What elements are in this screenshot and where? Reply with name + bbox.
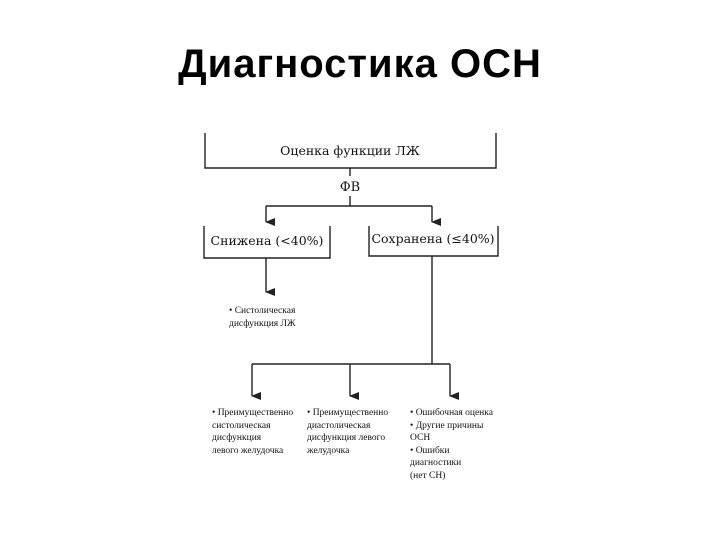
note-line: систолическая bbox=[212, 420, 271, 431]
reduced-label: Снижена (<40%) bbox=[211, 233, 324, 248]
note-line: (нет СН) bbox=[410, 470, 446, 481]
note-predominant-diastolic: • Преимущественно диастолическая дисфунк… bbox=[307, 407, 388, 457]
note-line: ОСН bbox=[410, 433, 431, 444]
note-line: диастолическая bbox=[307, 420, 371, 431]
note-line: желудочка bbox=[307, 445, 350, 456]
note-line: • Ошибки bbox=[410, 445, 450, 456]
note-line: левого желудочка bbox=[212, 445, 284, 456]
reduced-bracket bbox=[203, 226, 331, 259]
note-line: диагностики bbox=[410, 458, 462, 469]
assessment-label: Оценка функции ЛЖ bbox=[280, 143, 420, 158]
preserved-bracket bbox=[368, 226, 499, 257]
note-line: дисфункция bbox=[212, 433, 262, 444]
note-line: • Преимущественно bbox=[212, 408, 294, 418]
note-systolic-dysfunction: • Систолическая дисфункция ЛЖ bbox=[229, 305, 296, 330]
note-line: дисфункция ЛЖ bbox=[229, 318, 296, 329]
note-line: • Ошибочная оценка bbox=[410, 408, 493, 418]
ef-label: ФВ bbox=[340, 180, 360, 195]
slide-title: Диагностика ОСН bbox=[178, 42, 542, 86]
note-line: • Другие причины bbox=[410, 420, 484, 431]
preserved-label: Сохранена (≤40%) bbox=[371, 231, 494, 246]
note-predominant-systolic: • Преимущественно систолическая дисфункц… bbox=[212, 407, 293, 457]
note-line: дисфункция левого bbox=[307, 433, 386, 444]
note-line: • Преимущественно bbox=[307, 408, 389, 418]
note-line: • Систолическая bbox=[229, 306, 296, 316]
note-other-causes: • Ошибочная оценка • Другие причины ОСН … bbox=[410, 407, 493, 483]
